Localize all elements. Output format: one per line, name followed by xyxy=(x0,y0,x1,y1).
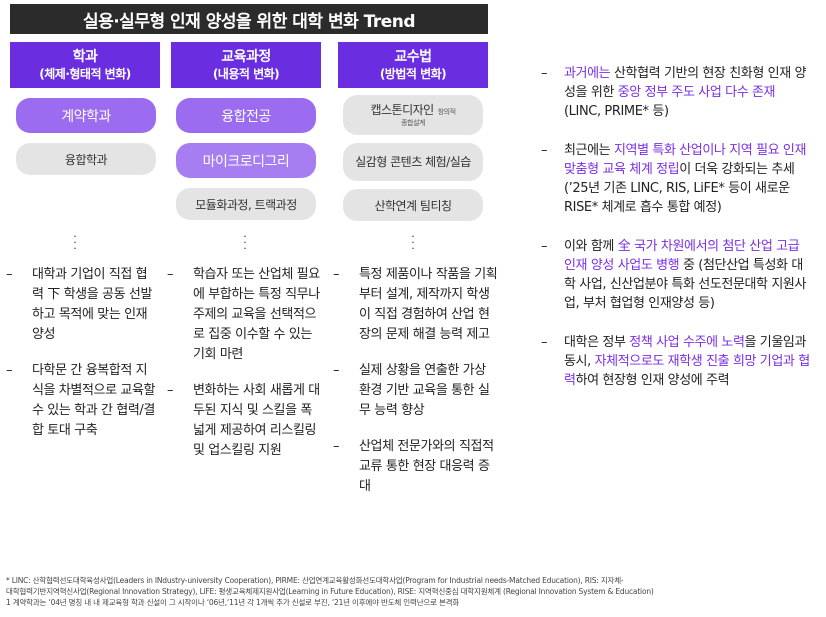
list-item: 대학과 기업이 직접 협력 下 학생을 공동 선발하고 목적에 맞는 인재 양성 xyxy=(6,265,158,345)
list-item: 특정 제품이나 작품을 기획부터 설계, 제작까지 학생이 직접 경험하여 산업… xyxy=(333,265,501,345)
list-item: 최근에는 지역별 특화 산업이나 지역 필요 인재 맞춤형 교육 체계 정립이 … xyxy=(541,141,811,217)
page-title: 실용·실무형 인재 양성을 위한 대학 변화 Trend xyxy=(10,4,488,34)
column-header-teaching-method: 교수법 (방법적 변화) xyxy=(338,42,488,88)
list-item: 과거에는 산학협력 기반의 현장 친화형 인재 양성을 위한 중앙 정부 주도 … xyxy=(541,64,811,121)
footnote-line: 대학협력기반지역혁신사업(Regional Innovation Strateg… xyxy=(6,587,654,596)
pill-capstone-text: 캡스톤디자인 xyxy=(370,102,434,117)
pill-capstone-note-below: 종합설계 xyxy=(401,118,425,127)
highlight-text: 지역별 특화 산업이나 지역 필요 인재 맞춤형 교육 체계 정립 xyxy=(564,143,807,177)
column-1-bullets: 대학과 기업이 직접 협력 下 학생을 공동 선발하고 목적에 맞는 인재 양성… xyxy=(6,265,158,457)
column-3-bullets: 특정 제품이나 작품을 기획부터 설계, 제작까지 학생이 직접 경험하여 산업… xyxy=(333,265,501,513)
list-item: 변화하는 사회 새롭게 대두된 지식 및 스킬을 폭넓게 제공하여 리스킬링 및… xyxy=(167,381,323,461)
trend-description-list: 과거에는 산학협력 기반의 현장 친화형 인재 양성을 위한 중앙 정부 주도 … xyxy=(541,64,811,410)
vertical-dots-icon: ··· xyxy=(411,230,415,255)
body-text: 대학은 정부 xyxy=(564,335,630,350)
body-text: 중 (첨단산업 특성화 대학 사업, 신산업분야 특화 선도전문대학 지원사업,… xyxy=(564,258,807,311)
pill-capstone-note-right: 창의적 xyxy=(437,107,456,116)
body-text: 을 기울임과 동시, xyxy=(564,335,807,369)
body-text: 최근에는 xyxy=(564,143,614,158)
body-text: 하여 현장형 인재 양성에 주력 xyxy=(575,373,730,388)
pill-convergence-department: 융합학과 xyxy=(16,143,156,175)
column-header-curriculum: 교육과정 (내용적 변화) xyxy=(171,42,321,88)
pill-module-track: 모듈화과정, 트랙과정 xyxy=(176,188,316,220)
body-text: 산학협력 기반의 현장 친화형 인재 양성을 위한 xyxy=(564,66,807,100)
body-text: (LINC, PRIME* 등) xyxy=(564,104,669,119)
list-item: 이와 함께 全 국가 차원에서의 첨단 산업 고급 인재 양성 사업도 병행 중… xyxy=(541,237,811,313)
highlight-text: 중앙 정부 주도 사업 다수 존재 xyxy=(617,85,776,100)
column-header-department: 학과 (체제·형태적 변화) xyxy=(10,42,160,88)
list-item: 다학문 간 융복합적 지식을 차별적으로 교육할 수 있는 학과 간 협력/결합… xyxy=(6,361,158,441)
list-item: 학습자 또는 산업체 필요에 부합하는 특정 직무나 주제의 교육을 선택적으로… xyxy=(167,265,323,365)
list-item: 대학은 정부 정책 사업 수주에 노력을 기울임과 동시, 자체적으로도 재학생… xyxy=(541,333,811,390)
highlight-text: 과거에는 xyxy=(564,66,611,81)
list-item: 산업체 전문가와의 직접적 교류 통한 현장 대응력 증대 xyxy=(333,437,501,497)
footnote: * LINC: 산학협력선도대학육성사업(Leaders in INdustry… xyxy=(6,575,821,608)
footnote-line: 1 계약학과는 ‘04년 명칭 내 내 제교육형 학과 신설이 그 시작이나 ‘… xyxy=(6,598,460,607)
column-header-sub: (내용적 변화) xyxy=(212,66,280,81)
column-header-main: 교수법 xyxy=(394,48,432,65)
vertical-dots-icon: ··· xyxy=(243,230,247,255)
pill-industry-team-teaching: 산학연계 팀티칭 xyxy=(343,189,483,221)
highlight-text: 정책 사업 수주에 노력 xyxy=(629,335,745,350)
footnote-line: * LINC: 산학협력선도대학육성사업(Leaders in INdustry… xyxy=(6,576,624,585)
highlight-text: 全 국가 차원에서의 첨단 산업 고급 인재 양성 사업도 병행 xyxy=(564,239,800,273)
pill-micro-degree: 마이크로디그리 xyxy=(176,143,316,178)
pill-immersive-content: 실감형 콘텐츠 체험/실습 xyxy=(343,143,483,181)
column-header-main: 교육과정 xyxy=(221,48,271,65)
highlight-text: 자체적으로도 재학생 진출 희망 기업과 협력 xyxy=(564,354,810,388)
list-item: 실제 상황을 연출한 가상 환경 기반 교육을 통한 실무 능력 향상 xyxy=(333,361,501,421)
column-header-sub: (방법적 변화) xyxy=(379,66,447,81)
pill-contract-department: 계약학과 xyxy=(16,98,156,133)
column-header-sub: (체제·형태적 변화) xyxy=(39,66,131,81)
column-2-bullets: 학습자 또는 산업체 필요에 부합하는 특정 직무나 주제의 교육을 선택적으로… xyxy=(167,265,323,477)
pill-convergence-major: 융합전공 xyxy=(176,98,316,133)
body-text: 이 더욱 강화되는 추세 (’25년 기존 LINC, RIS, LiFE* 등… xyxy=(564,162,795,215)
vertical-dots-icon: ··· xyxy=(73,230,77,255)
body-text: 이와 함께 xyxy=(564,239,618,254)
column-header-main: 학과 xyxy=(72,48,98,65)
